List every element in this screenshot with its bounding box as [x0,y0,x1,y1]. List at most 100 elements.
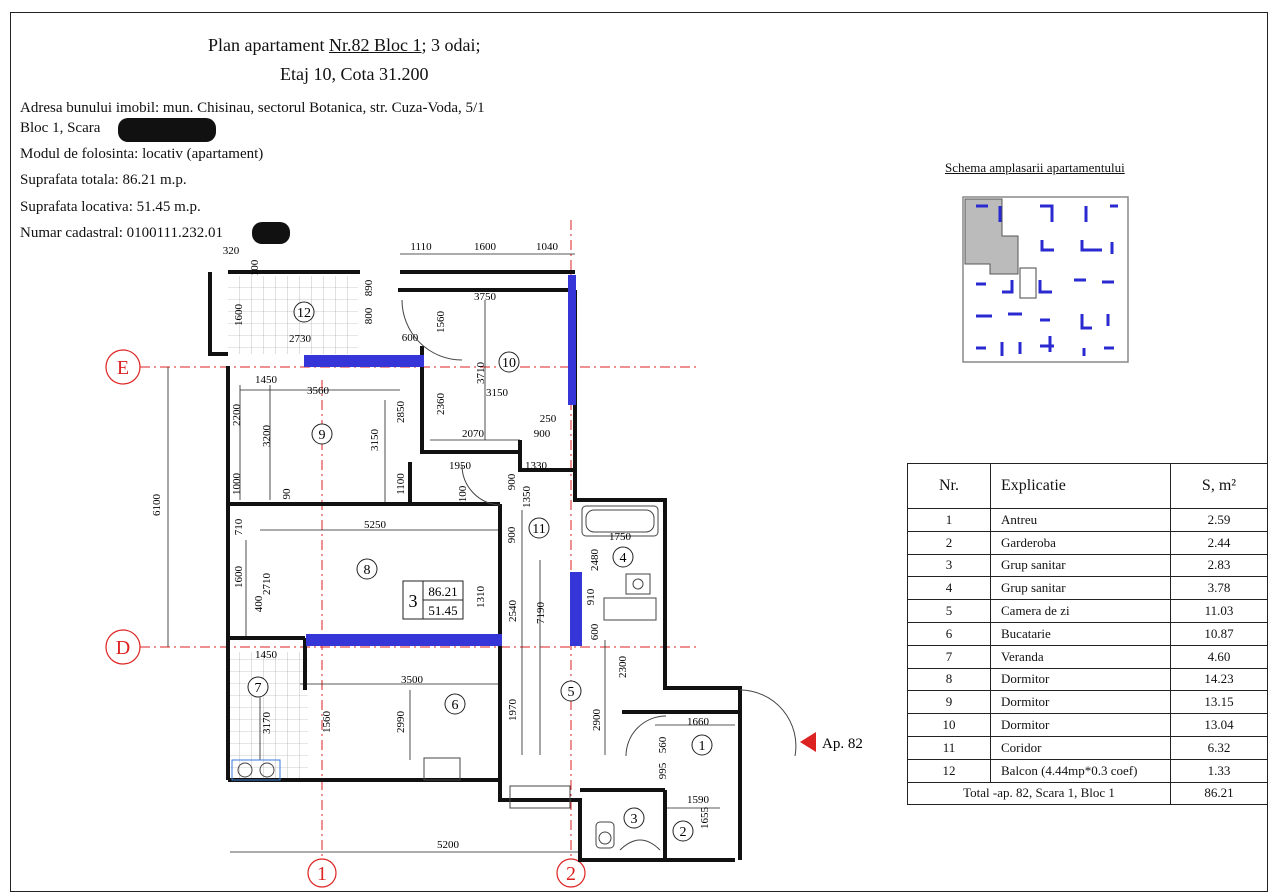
row-area: 13.04 [1170,713,1268,737]
dim-2480: 2480 [589,549,601,572]
row-nr: 7 [907,644,991,669]
dim-3710: 3710 [475,362,487,385]
row-explicatie: Antreu [990,508,1171,532]
info-address: Adresa bunului imobil: mun. Chisinau, se… [20,100,485,116]
dim-900-v1: 900 [506,473,518,490]
axis-label-d: D [116,637,130,659]
dim-1560-top: 1560 [435,311,447,334]
axis-marker-2 [556,858,586,888]
row-area: 1.33 [1170,758,1268,783]
summary-rooms: 3 [409,591,418,611]
dim-800: 800 [363,307,375,324]
axis-marker-1 [307,858,337,888]
room-label-11: 11 [532,522,545,537]
dim-1310: 1310 [475,586,487,609]
dim-2070: 2070 [462,428,485,440]
dim-3150-h: 3150 [486,387,509,399]
dim-600-top: 600 [402,332,419,344]
row-explicatie: Coridor [990,735,1171,760]
room-label-7: 7 [255,681,262,696]
row-area: 14.23 [1170,667,1268,692]
dim-1110: 1110 [410,241,432,253]
dim-2360: 2360 [435,393,447,416]
dim-1750: 1750 [609,531,632,543]
row-area: 13.15 [1170,690,1268,715]
row-area: 11.03 [1170,599,1268,623]
room-label-12: 12 [297,306,311,321]
room-label-2: 2 [680,825,687,840]
dim-1970: 1970 [507,699,519,722]
dim-560: 560 [657,736,669,753]
location-schema [962,196,1129,363]
row-nr: 12 [907,758,991,783]
info-total-area: Suprafata totala: 86.21 m.p. [20,172,187,188]
dim-3560: 3560 [307,385,330,397]
dim-910: 910 [585,588,597,605]
dim-1450-top: 1450 [255,374,278,386]
row-area: 4.60 [1170,644,1268,669]
title-suffix: ; 3 odai; [421,35,481,55]
floor-plan: E D 1 2 [105,220,863,888]
dim-1600-top: 1600 [474,241,497,253]
room-label-5: 5 [568,685,575,700]
dim-400: 400 [253,595,265,612]
dim-1600-v: 1600 [233,566,245,589]
room-label-10: 10 [502,356,516,371]
dim-2850: 2850 [395,401,407,424]
room-label-4: 4 [620,551,627,566]
room-label-1: 1 [699,739,706,754]
redaction-mark-cadastral [252,222,290,244]
dim-100: 100 [249,259,261,276]
dim-2540: 2540 [507,600,519,623]
dim-6100: 6100 [151,494,163,517]
total-label: Total -ap. 82, Scara 1, Bloc 1 [907,781,1171,806]
dim-2900: 2900 [591,709,603,732]
row-nr: 10 [907,713,991,737]
row-nr: 11 [907,735,991,760]
title-prefix: Plan apartament [208,35,325,55]
dim-7190: 7190 [535,602,547,625]
row-explicatie: Dormitor [990,667,1171,692]
redaction-mark [118,118,216,142]
balcony-floor [228,276,358,354]
axis-marker-d [105,629,141,665]
room-label-3: 3 [631,812,638,827]
dim-1450-low: 1450 [255,649,278,661]
axis-label-1: 1 [317,863,327,885]
row-area: 2.83 [1170,553,1268,578]
header-nr: Nr. [907,463,991,509]
row-explicatie: Balcon (4.44mp*0.3 coef) [990,758,1171,783]
dim-2990: 2990 [395,711,407,734]
row-explicatie: Bucatarie [990,621,1171,646]
info-block: Bloc 1, Scara [20,120,101,136]
row-area: 2.44 [1170,530,1268,555]
dim-1330: 1330 [525,460,548,472]
veranda-floor [228,652,308,778]
dim-5250: 5250 [364,519,387,531]
dim-600-v: 600 [589,623,601,640]
row-explicatie: Veranda [990,644,1171,669]
schema-title: Schema amplasarii apartamentului [945,160,1125,175]
dim-890: 890 [363,279,375,296]
row-explicatie: Grup sanitar [990,553,1171,578]
dim-320: 320 [223,245,240,257]
dim-995: 995 [657,762,669,779]
dim-100-b: 100 [457,485,469,502]
dim-90: 90 [281,488,293,500]
axis-marker-e [105,349,141,385]
row-nr: 2 [907,530,991,555]
dim-2200: 2200 [231,404,243,427]
total-value: 86.21 [1170,781,1268,806]
dim-5200: 5200 [437,839,460,851]
plan-subtitle: Etaj 10, Cota 31.200 [280,64,429,84]
dim-900-h: 900 [534,428,551,440]
entrance-label: Ap. 82 [822,736,863,752]
row-area: 6.32 [1170,735,1268,760]
dim-1000: 1000 [231,473,243,496]
